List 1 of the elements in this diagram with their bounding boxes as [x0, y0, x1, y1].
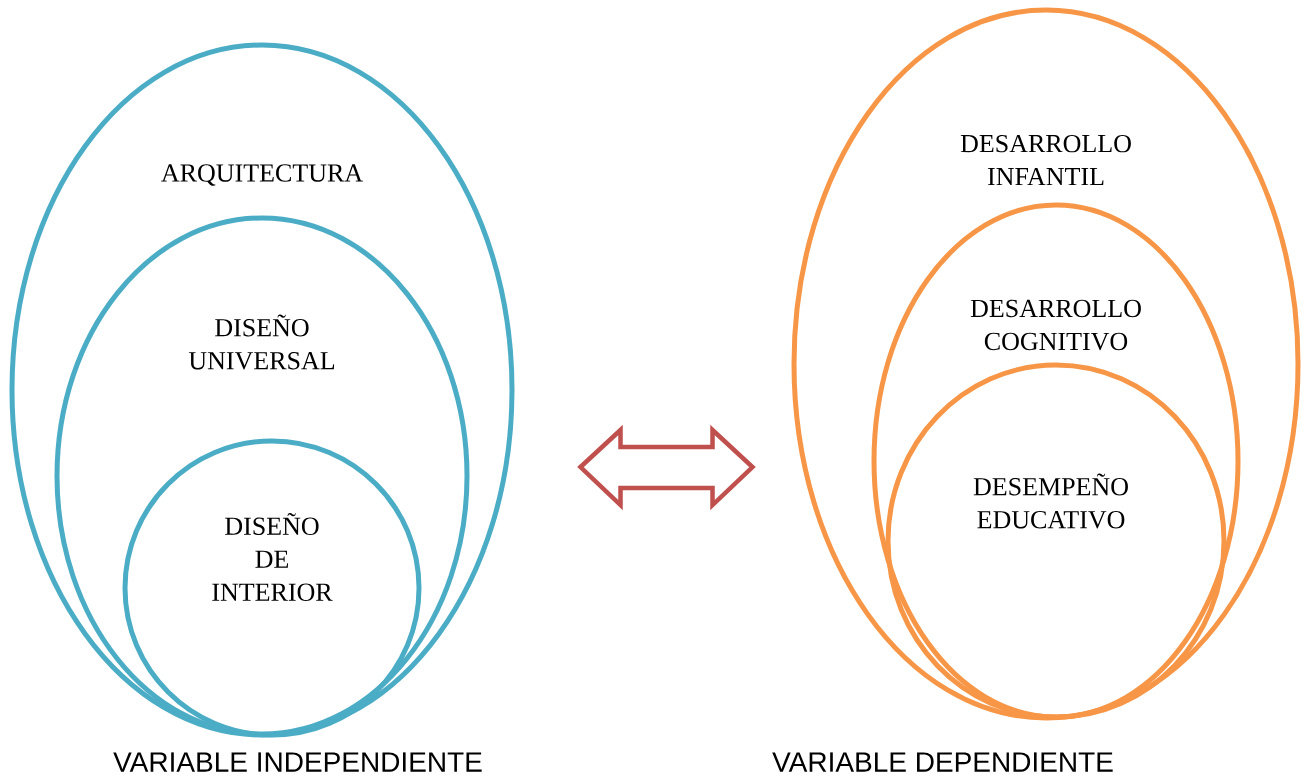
variable-caption: VARIABLE DEPENDIENTE [772, 752, 1113, 772]
